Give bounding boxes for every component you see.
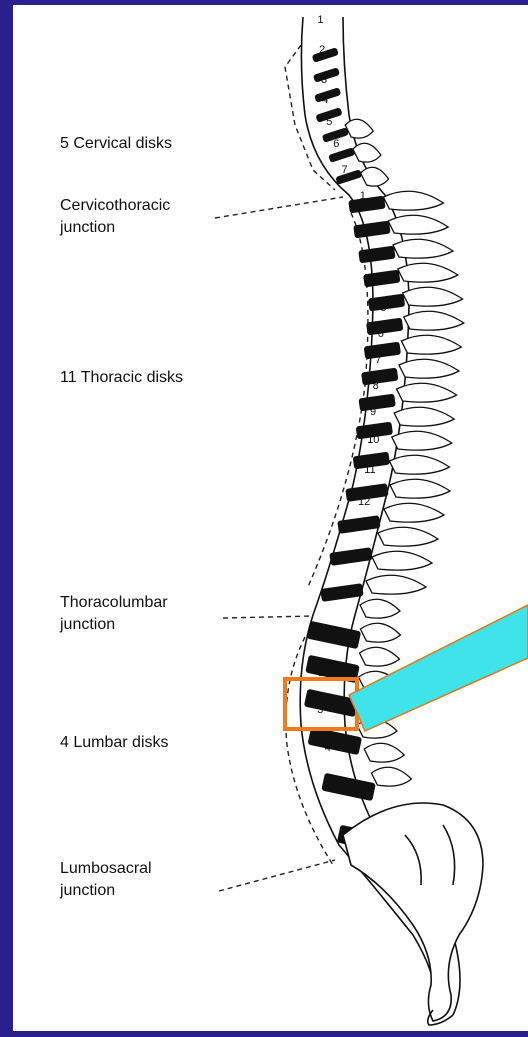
vertebra-number: 1 [317,14,323,26]
vertebra-number: 4 [325,742,331,754]
vertebra-number: 8 [373,380,379,392]
lumbosacral-leader [219,860,335,891]
spinous-process [401,335,461,354]
sacrum-shape [343,803,483,1021]
vertebra-number: 7 [342,164,348,176]
thoracolumbar-leader [223,616,313,618]
spinous-process [364,743,404,762]
disk [366,318,403,336]
spinous-process [360,599,400,618]
disk [321,773,376,801]
vertebra-number: 5 [380,302,386,314]
spinous-process [371,767,411,786]
vertebra-number: 6 [378,328,384,340]
cervicothoracic-leader [215,197,343,218]
vertebra-number: 3 [317,704,323,716]
spinous-process [398,263,458,282]
spinous-process [384,503,444,522]
vertebra-number: 9 [370,406,376,418]
diagram-canvas: 5 Cervical disks Cervicothoracic junctio… [13,5,528,1031]
vertebra-number: 2 [319,44,325,56]
spinous-process [383,191,443,210]
disk [320,583,363,602]
disk [364,342,401,360]
spinous-process [389,455,449,474]
disk [329,547,372,566]
spinous-process [345,119,373,138]
vertebra-number: 7 [375,354,381,366]
disk [361,368,398,386]
vertebra-number: 10 [367,434,379,446]
disk [348,196,385,214]
disk [335,169,362,185]
vertebra-number: 11 [364,464,375,476]
spinous-process [404,311,464,330]
spinous-process [399,359,459,378]
vertebra-number: 2 [367,224,373,236]
vertebra-number: 1 [320,630,326,642]
sacrum [343,803,483,1025]
spinous-process [394,407,454,426]
spinous-process [360,623,400,642]
spinous-process [353,143,381,162]
spinous-process [392,431,452,450]
spinous-process [378,527,438,546]
vertebra-number: 12 [358,496,370,508]
spinous-process [397,383,457,402]
spinous-process [393,239,453,258]
vertebra-number: 5 [337,782,343,794]
vertebra-number: 1 [360,190,366,202]
vertebra-number: 5 [326,116,332,128]
vertebra-number: 3 [321,74,327,86]
spinous-process [403,287,463,306]
vertebra-number: 6 [333,138,339,150]
disk [307,727,362,755]
spinous-process [388,215,448,234]
disk [304,689,359,717]
vertebra-number: 3 [372,250,378,262]
spinous-process [359,647,399,666]
spinous-process [366,575,426,594]
spinous-process [390,479,450,498]
spinous-process [361,167,389,186]
vertebra-number: 4 [377,276,383,288]
spinous-process [372,551,432,570]
disk [358,394,395,412]
vertebra-number: 4 [322,94,328,106]
